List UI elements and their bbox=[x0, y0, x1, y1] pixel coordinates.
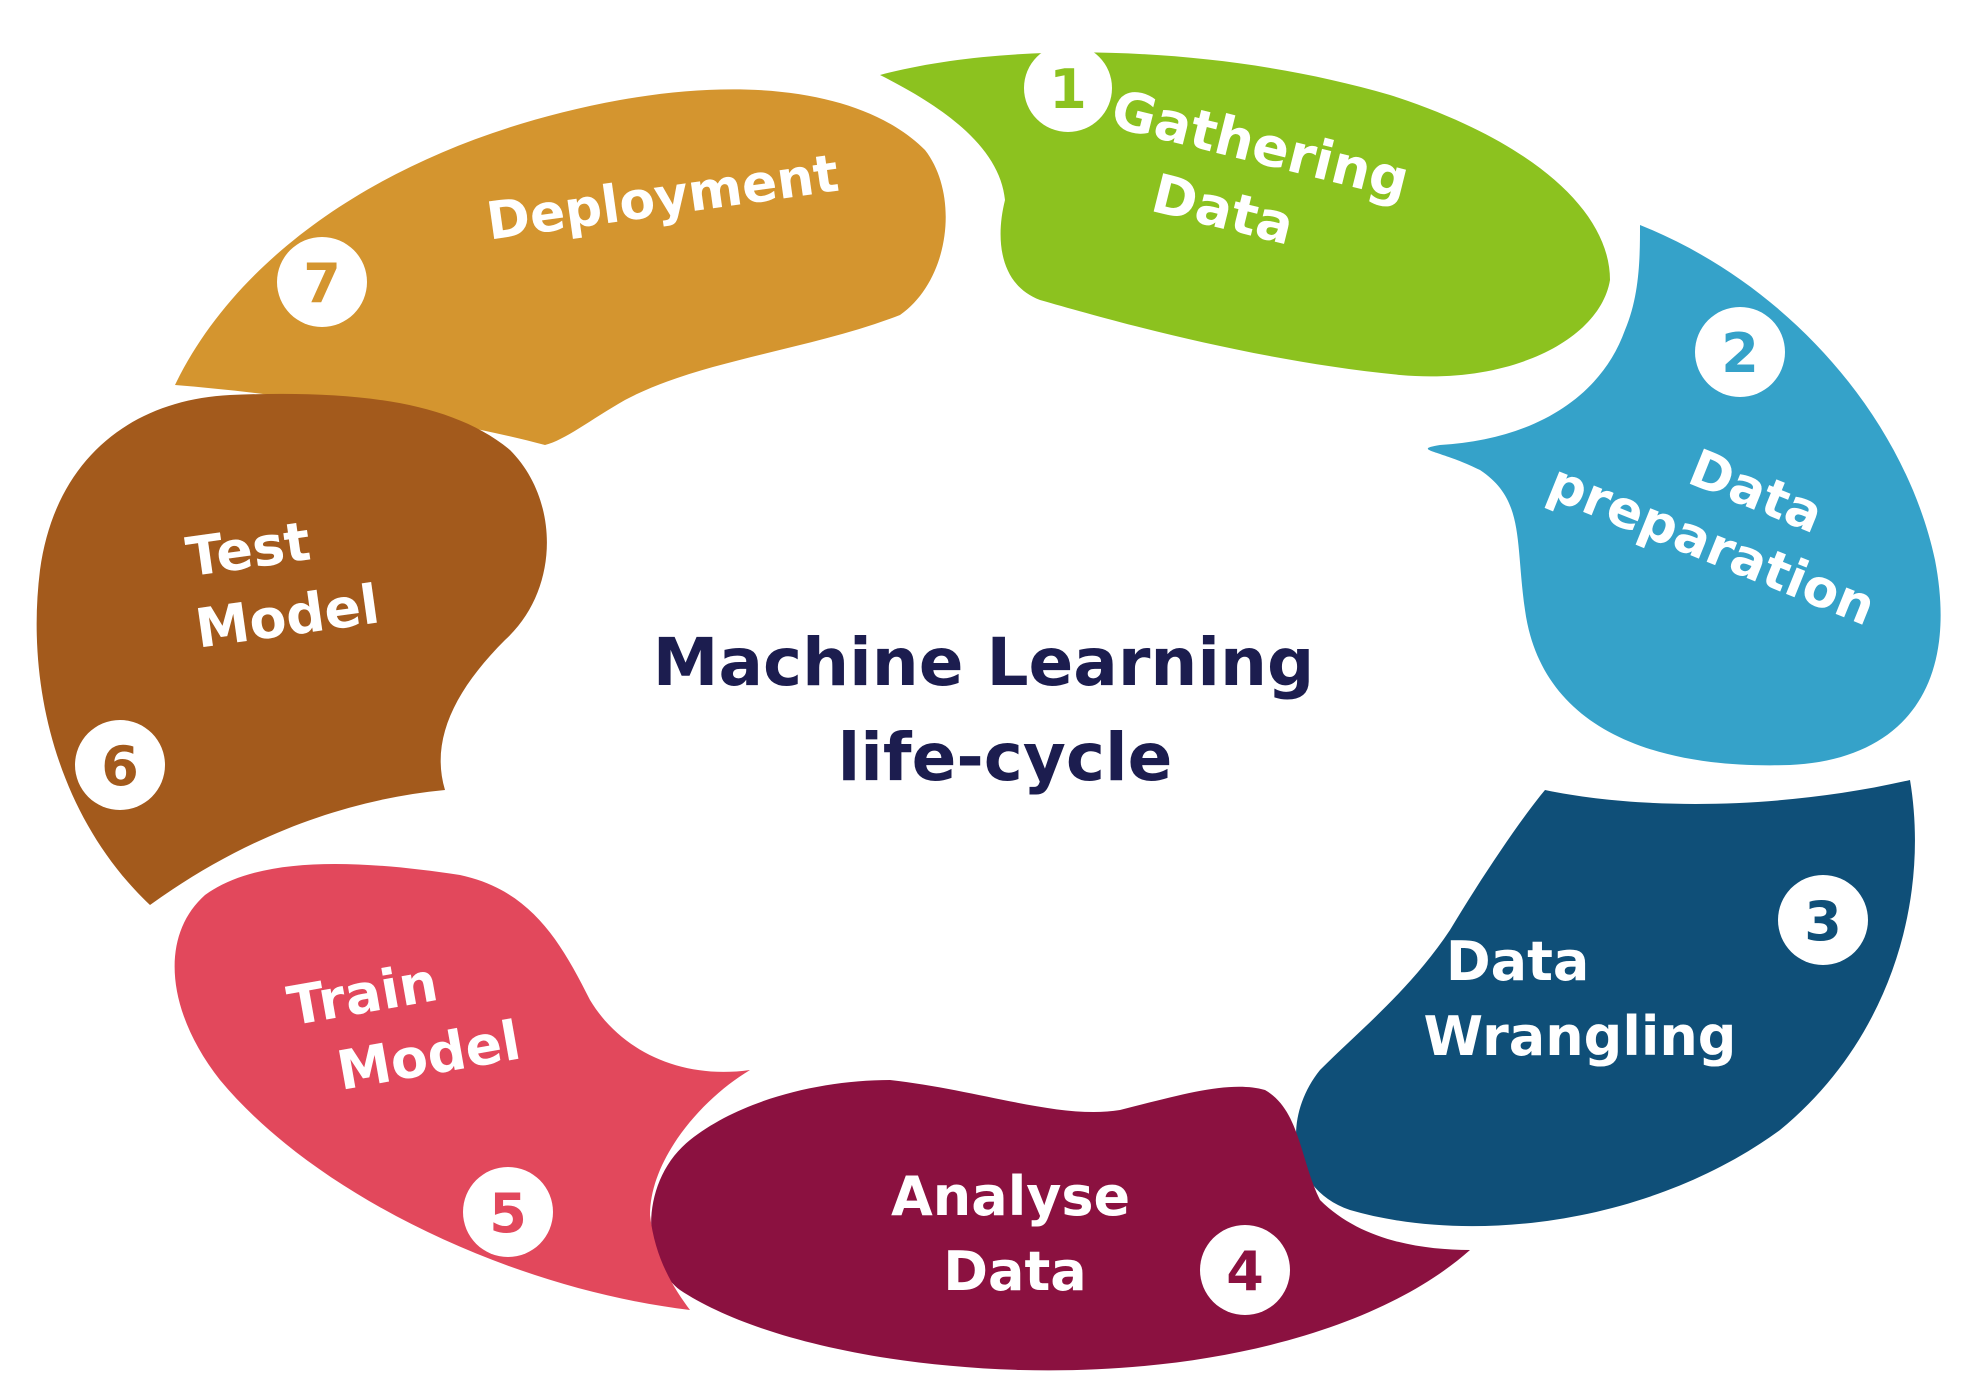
stage-2-number: 2 bbox=[1721, 322, 1759, 385]
stage-1-number-badge bbox=[1024, 44, 1112, 132]
stage-3-shape bbox=[1296, 780, 1915, 1227]
stage-4-number-badge bbox=[1200, 1225, 1290, 1315]
stage-7-number: 7 bbox=[303, 252, 341, 315]
stage-6-number-badge bbox=[75, 720, 165, 810]
stage-7-shape bbox=[175, 89, 946, 446]
diagram-title-line-2: life-cycle bbox=[838, 719, 1173, 796]
stage-6-shape bbox=[36, 393, 547, 905]
stage-1-shape bbox=[880, 52, 1610, 377]
stage-5-number: 5 bbox=[489, 1182, 527, 1245]
stage-3-number: 3 bbox=[1804, 890, 1842, 953]
stage-3-label: Data Wrangling bbox=[1424, 930, 1737, 1068]
stage-3-line-1: Data bbox=[1446, 930, 1590, 993]
diagram-title-line-1: Machine Learning bbox=[653, 624, 1314, 701]
stage-2-number-badge bbox=[1695, 307, 1785, 397]
stage-5-train-model: Train Model 5 bbox=[174, 863, 750, 1310]
stage-4-line-1: Analyse bbox=[891, 1165, 1130, 1228]
stage-6-number: 6 bbox=[101, 735, 139, 798]
stage-2-data-preparation: Data preparation 2 bbox=[1427, 225, 1941, 766]
stage-6-test-model: Test Model 6 bbox=[36, 393, 547, 905]
stage-5-shape bbox=[174, 863, 750, 1310]
stage-1-number: 1 bbox=[1049, 58, 1087, 121]
stage-3-line-2: Wrangling bbox=[1424, 1005, 1737, 1068]
stage-1-gathering-data: Gathering Data 1 bbox=[880, 44, 1610, 377]
stage-4-line-2: Data bbox=[943, 1240, 1087, 1303]
stage-5-number-badge bbox=[463, 1167, 553, 1257]
diagram-title: Machine Learning life-cycle bbox=[653, 624, 1337, 796]
stage-2-shape bbox=[1427, 225, 1941, 766]
stage-7-deployment: Deployment 7 bbox=[175, 89, 946, 446]
stage-3-number-badge bbox=[1778, 875, 1868, 965]
stage-7-number-badge bbox=[277, 237, 367, 327]
stage-4-label: Analyse Data bbox=[891, 1165, 1149, 1303]
stage-4-number: 4 bbox=[1226, 1240, 1264, 1303]
stage-4-analyse-data: Analyse Data 4 bbox=[651, 1080, 1470, 1371]
stage-3-data-wrangling: Data Wrangling 3 bbox=[1296, 780, 1915, 1227]
